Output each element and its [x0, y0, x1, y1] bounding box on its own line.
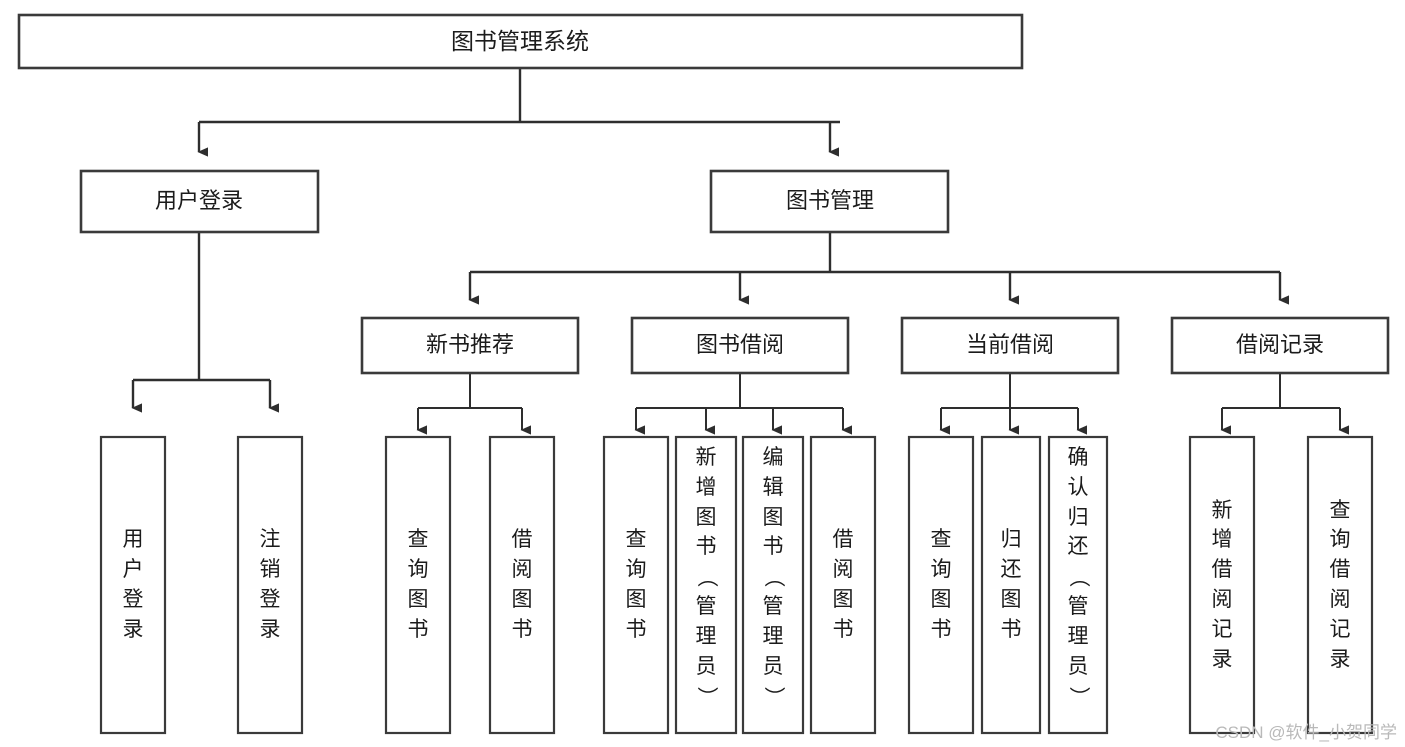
node-book-manage-label: 图书管理 — [786, 188, 874, 213]
connectors-borrow-record-to-leaves — [1220, 373, 1349, 435]
node-current-borrow-label: 当前借阅 — [966, 332, 1054, 357]
leaf-borrow-book-1-box[interactable] — [488, 435, 556, 735]
leaf-query-record-box[interactable] — [1306, 435, 1374, 735]
connectors-root-to-level2 — [197, 68, 840, 157]
leaf-add-record-box[interactable] — [1188, 435, 1256, 735]
leaf-query-book-3-box[interactable] — [907, 435, 975, 735]
leaf-boxes — [99, 435, 1374, 735]
leaf-borrow-book-2-box[interactable] — [809, 435, 877, 735]
node-book-borrow-box[interactable] — [630, 316, 850, 375]
node-user-login[interactable]: 用户登录 — [79, 169, 320, 234]
leaf-logout-box[interactable] — [236, 435, 304, 735]
node-user-login-box[interactable] — [79, 169, 320, 234]
node-current-borrow[interactable]: 当前借阅 — [900, 316, 1120, 375]
node-new-book-recommend[interactable]: 新书推荐 — [360, 316, 580, 375]
leaf-user-login-box[interactable] — [99, 435, 167, 735]
connectors-new-book-recommend-to-leaves — [416, 373, 531, 435]
node-root[interactable]: 图书管理系统 — [17, 13, 1024, 70]
leaf-return-book-box[interactable] — [980, 435, 1042, 735]
node-borrow-record-label: 借阅记录 — [1236, 332, 1324, 357]
leaf-query-book-1-box[interactable] — [384, 435, 452, 735]
node-new-book-recommend-label: 新书推荐 — [426, 332, 514, 357]
node-book-borrow[interactable]: 图书借阅 — [630, 316, 850, 375]
node-book-manage-box[interactable] — [709, 169, 950, 234]
connectors-user-login-to-leaves — [131, 232, 279, 413]
leaf-add-book-box[interactable] — [674, 435, 738, 735]
node-borrow-record[interactable]: 借阅记录 — [1170, 316, 1390, 375]
leaf-query-book-2-box[interactable] — [602, 435, 670, 735]
node-book-manage[interactable]: 图书管理 — [709, 169, 950, 234]
node-book-borrow-label: 图书借阅 — [696, 332, 784, 357]
node-root-box[interactable] — [17, 13, 1024, 70]
node-current-borrow-box[interactable] — [900, 316, 1120, 375]
node-user-login-label: 用户登录 — [155, 188, 243, 213]
connectors-current-borrow-to-leaves — [939, 373, 1087, 435]
connectors-book-borrow-to-leaves — [634, 373, 852, 435]
node-borrow-record-box[interactable] — [1170, 316, 1390, 375]
node-root-label: 图书管理系统 — [451, 28, 589, 54]
leaf-edit-book-box[interactable] — [741, 435, 805, 735]
connectors-book-manage-to-level3 — [468, 232, 1289, 305]
leaf-confirm-return-box[interactable] — [1047, 435, 1109, 735]
node-new-book-recommend-box[interactable] — [360, 316, 580, 375]
